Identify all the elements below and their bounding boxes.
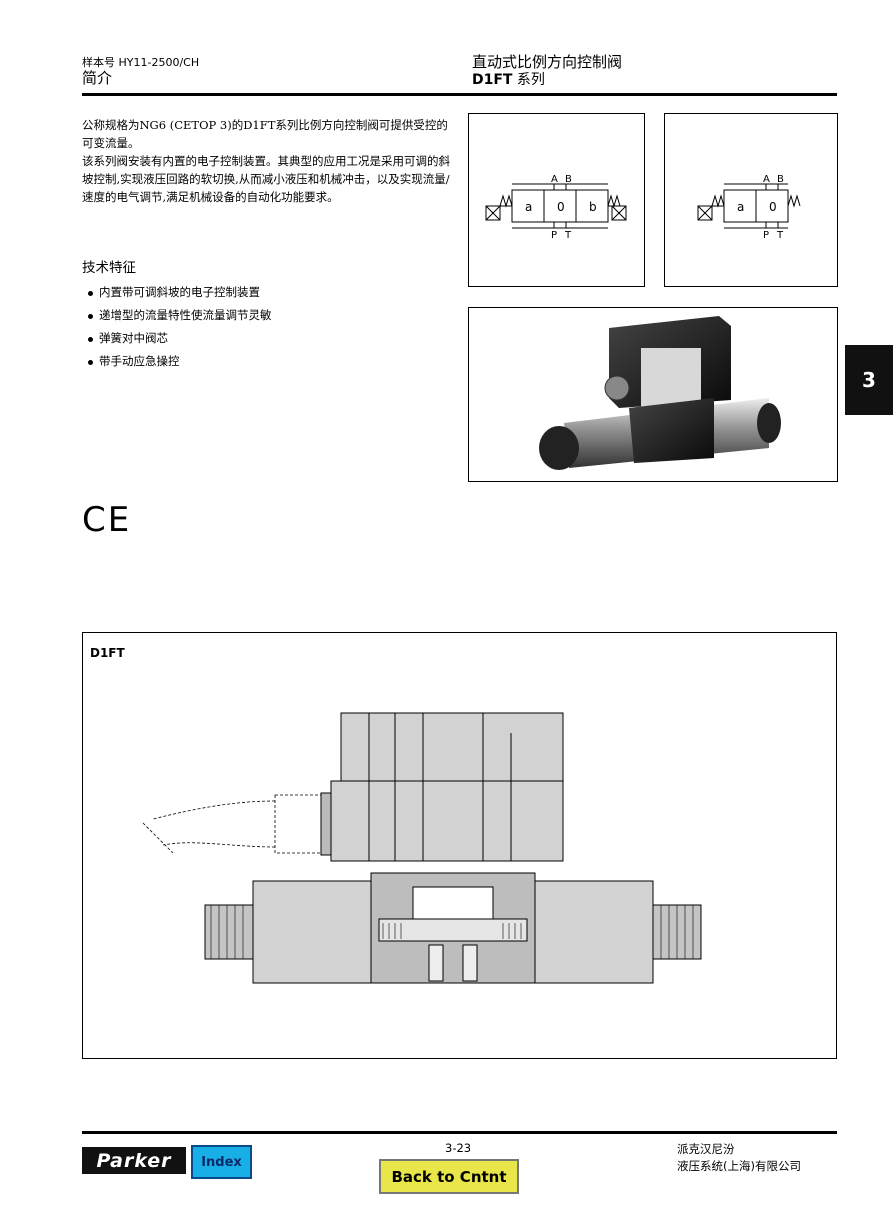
series-code: D1FT bbox=[472, 72, 513, 88]
product-series: D1FT 系列 bbox=[472, 69, 545, 89]
port-a-label: A bbox=[551, 174, 558, 185]
series-suffix: 系列 bbox=[512, 72, 545, 88]
valve-photo-icon bbox=[539, 316, 781, 470]
feature-item: 带手动应急操控 bbox=[88, 351, 272, 374]
product-title: 直动式比例方向控制阀 bbox=[472, 53, 623, 71]
header-rule bbox=[82, 93, 837, 96]
page-number: 3-23 bbox=[445, 1141, 472, 1155]
features-list: 内置带可调斜坡的电子控制装置 递增型的流量特性使流量调节灵敏 弹簧对中阀芯 带手… bbox=[88, 282, 272, 374]
hydraulic-symbol-2pos: A B P T a 0 bbox=[664, 113, 838, 287]
cell-a-label: a bbox=[737, 200, 744, 214]
catalog-number: 样本号 HY11-2500/CH bbox=[82, 56, 200, 69]
intro-paragraph-2: 该系列阀安装有内置的电子控制装置。其典型的应用工况是采用可调的斜坡控制,实现液压… bbox=[82, 154, 450, 204]
intro-text: 公称规格为NG6 (CETOP 3)的D1FT系列比例方向控制阀可提供受控的可变… bbox=[82, 116, 454, 206]
port-t-label: T bbox=[776, 230, 784, 241]
back-to-contents-button[interactable]: Back to Cntnt bbox=[379, 1159, 519, 1194]
feature-item: 内置带可调斜坡的电子控制装置 bbox=[88, 282, 272, 305]
valve-symbol-2pos-icon: A B P T a 0 bbox=[697, 174, 801, 241]
company-name-line1: 派克汉尼汾 bbox=[677, 1142, 735, 1156]
company-name-line2: 液压系统(上海)有限公司 bbox=[677, 1159, 801, 1173]
port-b-label: B bbox=[777, 174, 784, 185]
index-button[interactable]: Index bbox=[191, 1145, 252, 1179]
valve-symbol-3pos-icon: A B P T a 0 b bbox=[485, 174, 627, 241]
technical-drawing: D1FT bbox=[82, 632, 837, 1059]
section-title: 简介 bbox=[82, 69, 113, 87]
bullet-icon bbox=[88, 359, 93, 365]
feature-item: 弹簧对中阀芯 bbox=[88, 328, 272, 351]
features-heading: 技术特征 bbox=[82, 260, 136, 276]
chapter-tab: 3 bbox=[845, 345, 893, 415]
intro-paragraph-1: 公称规格为NG6 (CETOP 3)的D1FT系列比例方向控制阀可提供受控的可变… bbox=[82, 118, 448, 150]
bullet-icon bbox=[88, 313, 93, 319]
port-b-label: B bbox=[565, 174, 572, 185]
footer-rule bbox=[82, 1131, 837, 1134]
bullet-icon bbox=[88, 290, 93, 296]
drawing-label: D1FT bbox=[90, 646, 125, 660]
port-p-label: P bbox=[551, 230, 557, 241]
parker-logo: Parker bbox=[82, 1147, 186, 1174]
cell-b-label: b bbox=[589, 200, 597, 214]
cell-0-label: 0 bbox=[769, 200, 777, 214]
port-a-label: A bbox=[763, 174, 770, 185]
bullet-icon bbox=[88, 336, 93, 342]
port-p-label: P bbox=[763, 230, 769, 241]
hydraulic-symbol-3pos: A B P T a 0 b bbox=[468, 113, 645, 287]
valve-sectional-drawing-icon bbox=[142, 712, 702, 984]
cell-a-label: a bbox=[525, 200, 532, 214]
port-t-label: T bbox=[564, 230, 572, 241]
ce-mark: CE bbox=[82, 500, 132, 540]
cell-0-label: 0 bbox=[557, 200, 565, 214]
product-photo bbox=[468, 307, 838, 482]
feature-item: 递增型的流量特性使流量调节灵敏 bbox=[88, 305, 272, 328]
